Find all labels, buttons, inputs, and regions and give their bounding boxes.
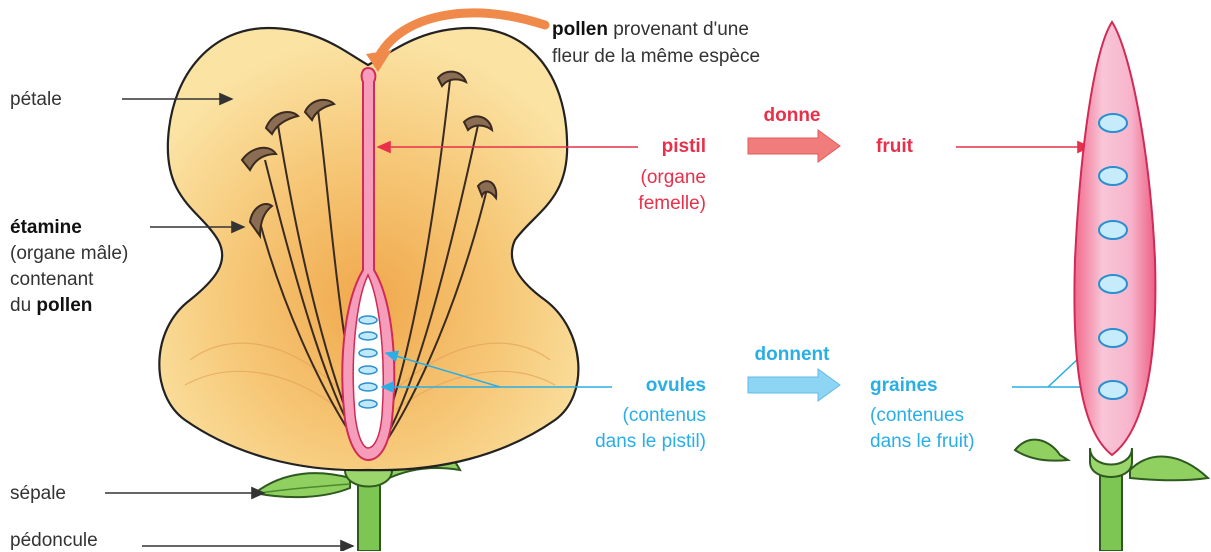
label-graines-line3: dans le fruit) <box>870 430 975 453</box>
label-pollen-rest: provenant d'une <box>608 19 749 40</box>
label-pistil: pistil <box>600 135 706 158</box>
label-etamine-line4: du pollen <box>10 294 92 317</box>
label-etamine-line2: (organe mâle) <box>10 242 128 265</box>
label-pollen: pollen provenant d'une <box>552 18 749 41</box>
label-ovules-line3: dans le pistil) <box>540 430 706 453</box>
label-fruit: fruit <box>876 135 913 158</box>
label-pollen-title: pollen <box>552 19 608 40</box>
label-etamine-title: étamine <box>10 217 82 238</box>
label-pollen-bold: pollen <box>36 295 92 316</box>
label-graines: graines <box>870 374 938 397</box>
label-etamine: étamine <box>10 216 82 239</box>
label-graines-line2: (contenues <box>870 404 964 427</box>
label-etamine-line3: contenant <box>10 268 93 291</box>
label-donnent: donnent <box>732 343 852 366</box>
label-ovules-line2: (contenus <box>540 404 706 427</box>
label-sepale: sépale <box>10 482 66 505</box>
label-pollen-line2: fleur de la même espèce <box>552 45 760 68</box>
label-pedoncule: pédoncule <box>10 529 98 552</box>
label-pistil-line2: (organe <box>580 166 706 189</box>
fruit-illustration <box>1015 22 1208 551</box>
label-donne: donne <box>742 104 842 127</box>
flower-illustration <box>159 28 578 551</box>
label-petale: pétale <box>10 88 62 111</box>
label-du: du <box>10 295 36 316</box>
label-pistil-line3: femelle) <box>580 192 706 215</box>
label-ovules: ovules <box>580 374 706 397</box>
